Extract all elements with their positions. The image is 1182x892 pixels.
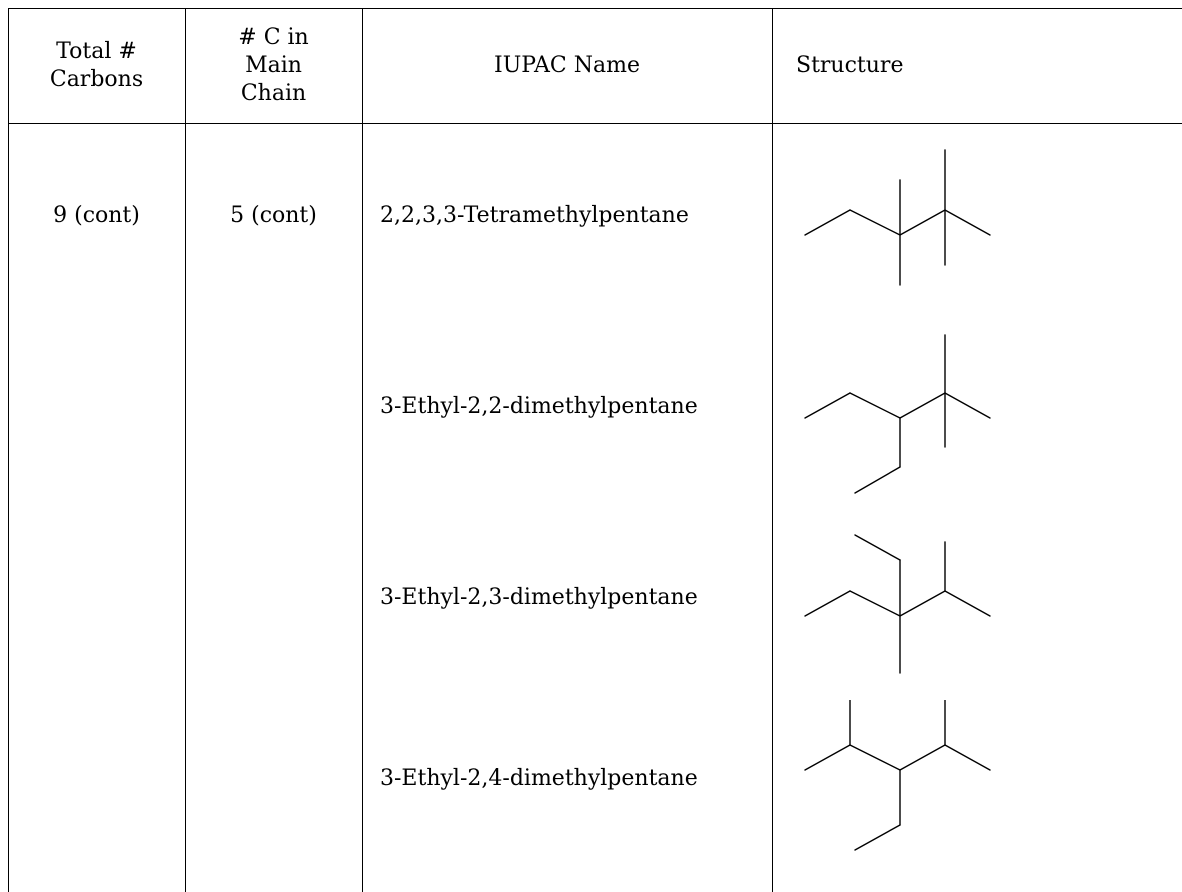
header-total-line-2: Carbons	[49, 66, 144, 92]
header-total-carbons: Total # Carbons	[8, 8, 185, 123]
column-divider-2	[362, 8, 363, 892]
header-iupac-label: IUPAC Name	[494, 52, 640, 78]
iupac-name: 3-Ethyl-2,4-dimethylpentane	[380, 766, 698, 791]
skeletal-formula-icon	[804, 149, 991, 286]
skeletal-formula-icon	[804, 334, 991, 494]
group-main-chain: 5 (cont)	[230, 203, 317, 228]
header-iupac-name: IUPAC Name	[362, 8, 772, 123]
column-divider-3	[772, 8, 773, 892]
skeletal-formula-icon	[804, 700, 991, 851]
header-main-chain-line-2: Main	[245, 52, 302, 78]
header-structure-label: Structure	[796, 52, 904, 78]
table-left-border	[8, 8, 9, 892]
iupac-name: 3-Ethyl-2,3-dimethylpentane	[380, 585, 698, 610]
header-total-line-1: Total #	[56, 38, 137, 64]
header-main-chain-line-1: # C in	[238, 24, 309, 50]
column-divider-1	[185, 8, 186, 892]
header-main-chain-line-3: Chain	[240, 80, 307, 106]
iupac-name: 2,2,3,3-Tetramethylpentane	[380, 203, 689, 228]
header-structure: Structure	[796, 8, 996, 123]
table-top-border	[8, 8, 1182, 9]
group-total-carbons: 9 (cont)	[53, 203, 140, 228]
header-bottom-border	[8, 123, 1182, 124]
skeletal-formula-icon	[804, 534, 991, 674]
iupac-name: 3-Ethyl-2,2-dimethylpentane	[380, 394, 698, 419]
header-main-chain: # C in Main Chain	[185, 8, 362, 123]
